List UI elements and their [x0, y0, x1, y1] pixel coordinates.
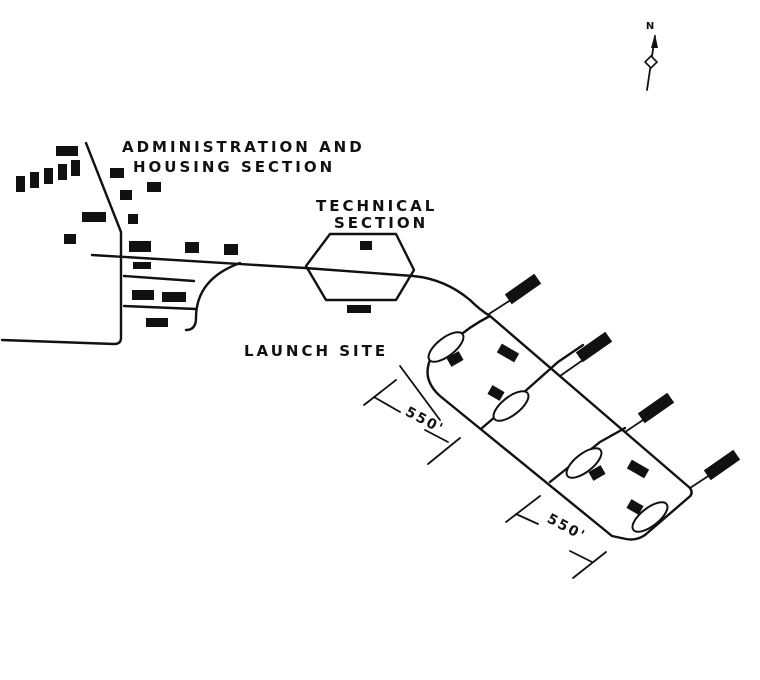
- launchers: [488, 273, 741, 489]
- launcher: [637, 392, 675, 424]
- building: [360, 241, 372, 250]
- launcher: [504, 273, 542, 305]
- dimension-label-lower: 550': [544, 511, 588, 545]
- building: [626, 499, 644, 515]
- north-arrow-icon: N: [643, 21, 659, 91]
- launch-pad: [565, 447, 603, 479]
- building: [82, 212, 106, 222]
- admin-label-line1: ADMINISTRATION AND: [122, 138, 365, 156]
- technical-label-line2: SECTION: [334, 214, 429, 232]
- building: [56, 146, 78, 156]
- admin-roads: [0, 141, 242, 346]
- admin-label-line2: HOUSING SECTION: [133, 158, 336, 176]
- admin-buildings: [16, 146, 238, 327]
- building: [128, 214, 138, 224]
- technical-section: [304, 232, 416, 313]
- launch-site-buildings: [446, 343, 650, 515]
- building: [133, 262, 151, 269]
- building: [496, 343, 520, 363]
- dimension-label-upper: 550': [402, 404, 446, 438]
- building: [129, 241, 151, 252]
- building: [147, 182, 161, 192]
- launch-pad: [492, 390, 530, 422]
- building: [146, 318, 168, 327]
- main-road: [90, 253, 492, 318]
- launcher: [703, 449, 741, 481]
- dimension-lower: 550': [505, 495, 607, 579]
- launch-pads: [427, 331, 669, 533]
- building: [71, 160, 80, 176]
- building: [44, 168, 53, 184]
- building: [626, 459, 650, 479]
- dimension-upper: 550': [363, 365, 461, 465]
- building: [120, 190, 132, 200]
- north-letter: N: [646, 21, 654, 32]
- building: [30, 172, 39, 188]
- launch-site-label: LAUNCH SITE: [244, 342, 389, 360]
- building: [185, 242, 199, 253]
- building: [446, 351, 464, 367]
- launch-pad: [427, 331, 465, 363]
- building: [347, 305, 371, 313]
- building: [162, 292, 186, 302]
- launch-pad: [631, 501, 669, 533]
- technical-label-line1: TECHNICAL: [316, 197, 438, 215]
- building: [588, 465, 606, 481]
- building: [487, 385, 505, 401]
- building: [64, 234, 76, 244]
- building: [132, 290, 154, 300]
- building: [16, 176, 25, 192]
- building: [58, 164, 67, 180]
- building: [224, 244, 238, 255]
- launcher: [575, 331, 613, 363]
- building: [110, 168, 124, 178]
